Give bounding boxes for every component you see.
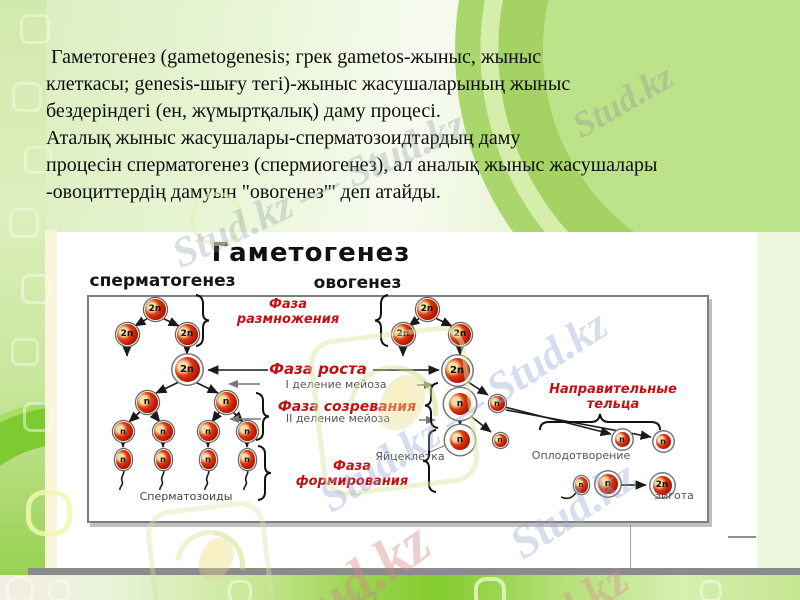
ring-watermark [190,192,244,246]
cell-n: n [198,421,218,441]
label-phase-formation: Фаза формирования [295,459,409,489]
cell-n: n [655,433,671,449]
heading-oogenesis: овогенез [313,273,402,293]
dash-artifact [728,536,756,538]
cell-n: n [598,474,618,494]
cell-2n: 2n [144,298,166,320]
heading-spermatogenesis: сперматогенез [89,271,236,291]
cell-n: n [489,395,505,411]
right-edge-tint [757,232,800,568]
text-line: бездеріндегі (ен, жүмыртқалық) даму проц… [46,100,441,122]
ring-decoration [48,580,70,600]
cell-n: n [215,391,237,413]
cell-n: n [153,421,173,441]
diagram-title: Гаметогенез [211,238,411,268]
label-egg-cell: Яйцеклетка [375,450,445,463]
body-text: Гаметогенез (gametogenesis; грек gametos… [46,44,762,206]
text-line: Аталық жыныс жасушалары-сперматозоидтард… [46,127,521,149]
cell-n: n [449,393,471,415]
label-meiosis-2: II деление мейоза [285,412,391,425]
cell-n: n [574,477,588,493]
ring-decoration [700,580,722,600]
cell-n: n [450,430,470,450]
cell-n: n [239,449,255,469]
cell-n: n [115,449,131,469]
ring-decoration [9,208,39,238]
label-phase-growth: Фаза роста [269,360,367,378]
text-line: Гаметогенез (gametogenesis; грек gametos… [46,46,542,68]
text-line: клеткасы; genesis-шығу тегі)-жыныс жасуш… [46,73,571,95]
stud-logo-watermark [305,322,483,500]
diagram-connectors [118,294,661,501]
ring-decoration [23,402,53,432]
label-polar-bodies: Направительные тельца [549,382,677,412]
ring-decoration [474,577,506,600]
label-zygote: Зигота [654,489,694,502]
cell-n: n [155,449,171,469]
text-line: процесін сперматогенез (спермиогенез), а… [46,154,658,176]
cell-n: n [200,449,216,469]
label-meiosis-1: I деление мейоза [285,378,387,391]
bottom-gray-bar [28,568,800,575]
cell-n: n [237,421,257,441]
ring-decoration [24,146,52,174]
cell-n: n [113,421,133,441]
cell-n: n [493,433,507,447]
bottom-green-band [0,575,800,600]
vertical-line-artifact [630,524,631,568]
cell-2n: 2n [416,298,438,320]
cell-2n: 2n [392,323,414,345]
ring-decoration [6,576,34,600]
cell-2n: 2n [174,356,200,382]
ring-decoration [20,14,50,44]
ring-decoration [228,580,252,600]
ring-decoration [21,274,51,304]
label-spermatozoa: Сперматозоиды [139,490,233,503]
stud-logo-watermark [143,498,277,600]
text-line: -овоциттердің дамуын "овогенез"' деп ата… [46,181,441,203]
cell-2n: 2n [176,323,198,345]
cream-divider-strip [45,230,57,568]
ring-decoration [11,338,39,366]
label-fertilization: Оплодотворение [531,449,631,462]
cell-2n: 2n [116,323,138,345]
cell-n: n [136,391,158,413]
label-phase-reproduction: Фаза размножения [236,297,340,327]
ring-decoration [26,490,72,536]
cell-2n: 2n [449,323,471,345]
cell-2n: 2n [444,357,470,383]
cell-n: n [614,431,630,447]
ring-decoration [12,82,42,112]
cell-2n: 2n [652,475,672,495]
